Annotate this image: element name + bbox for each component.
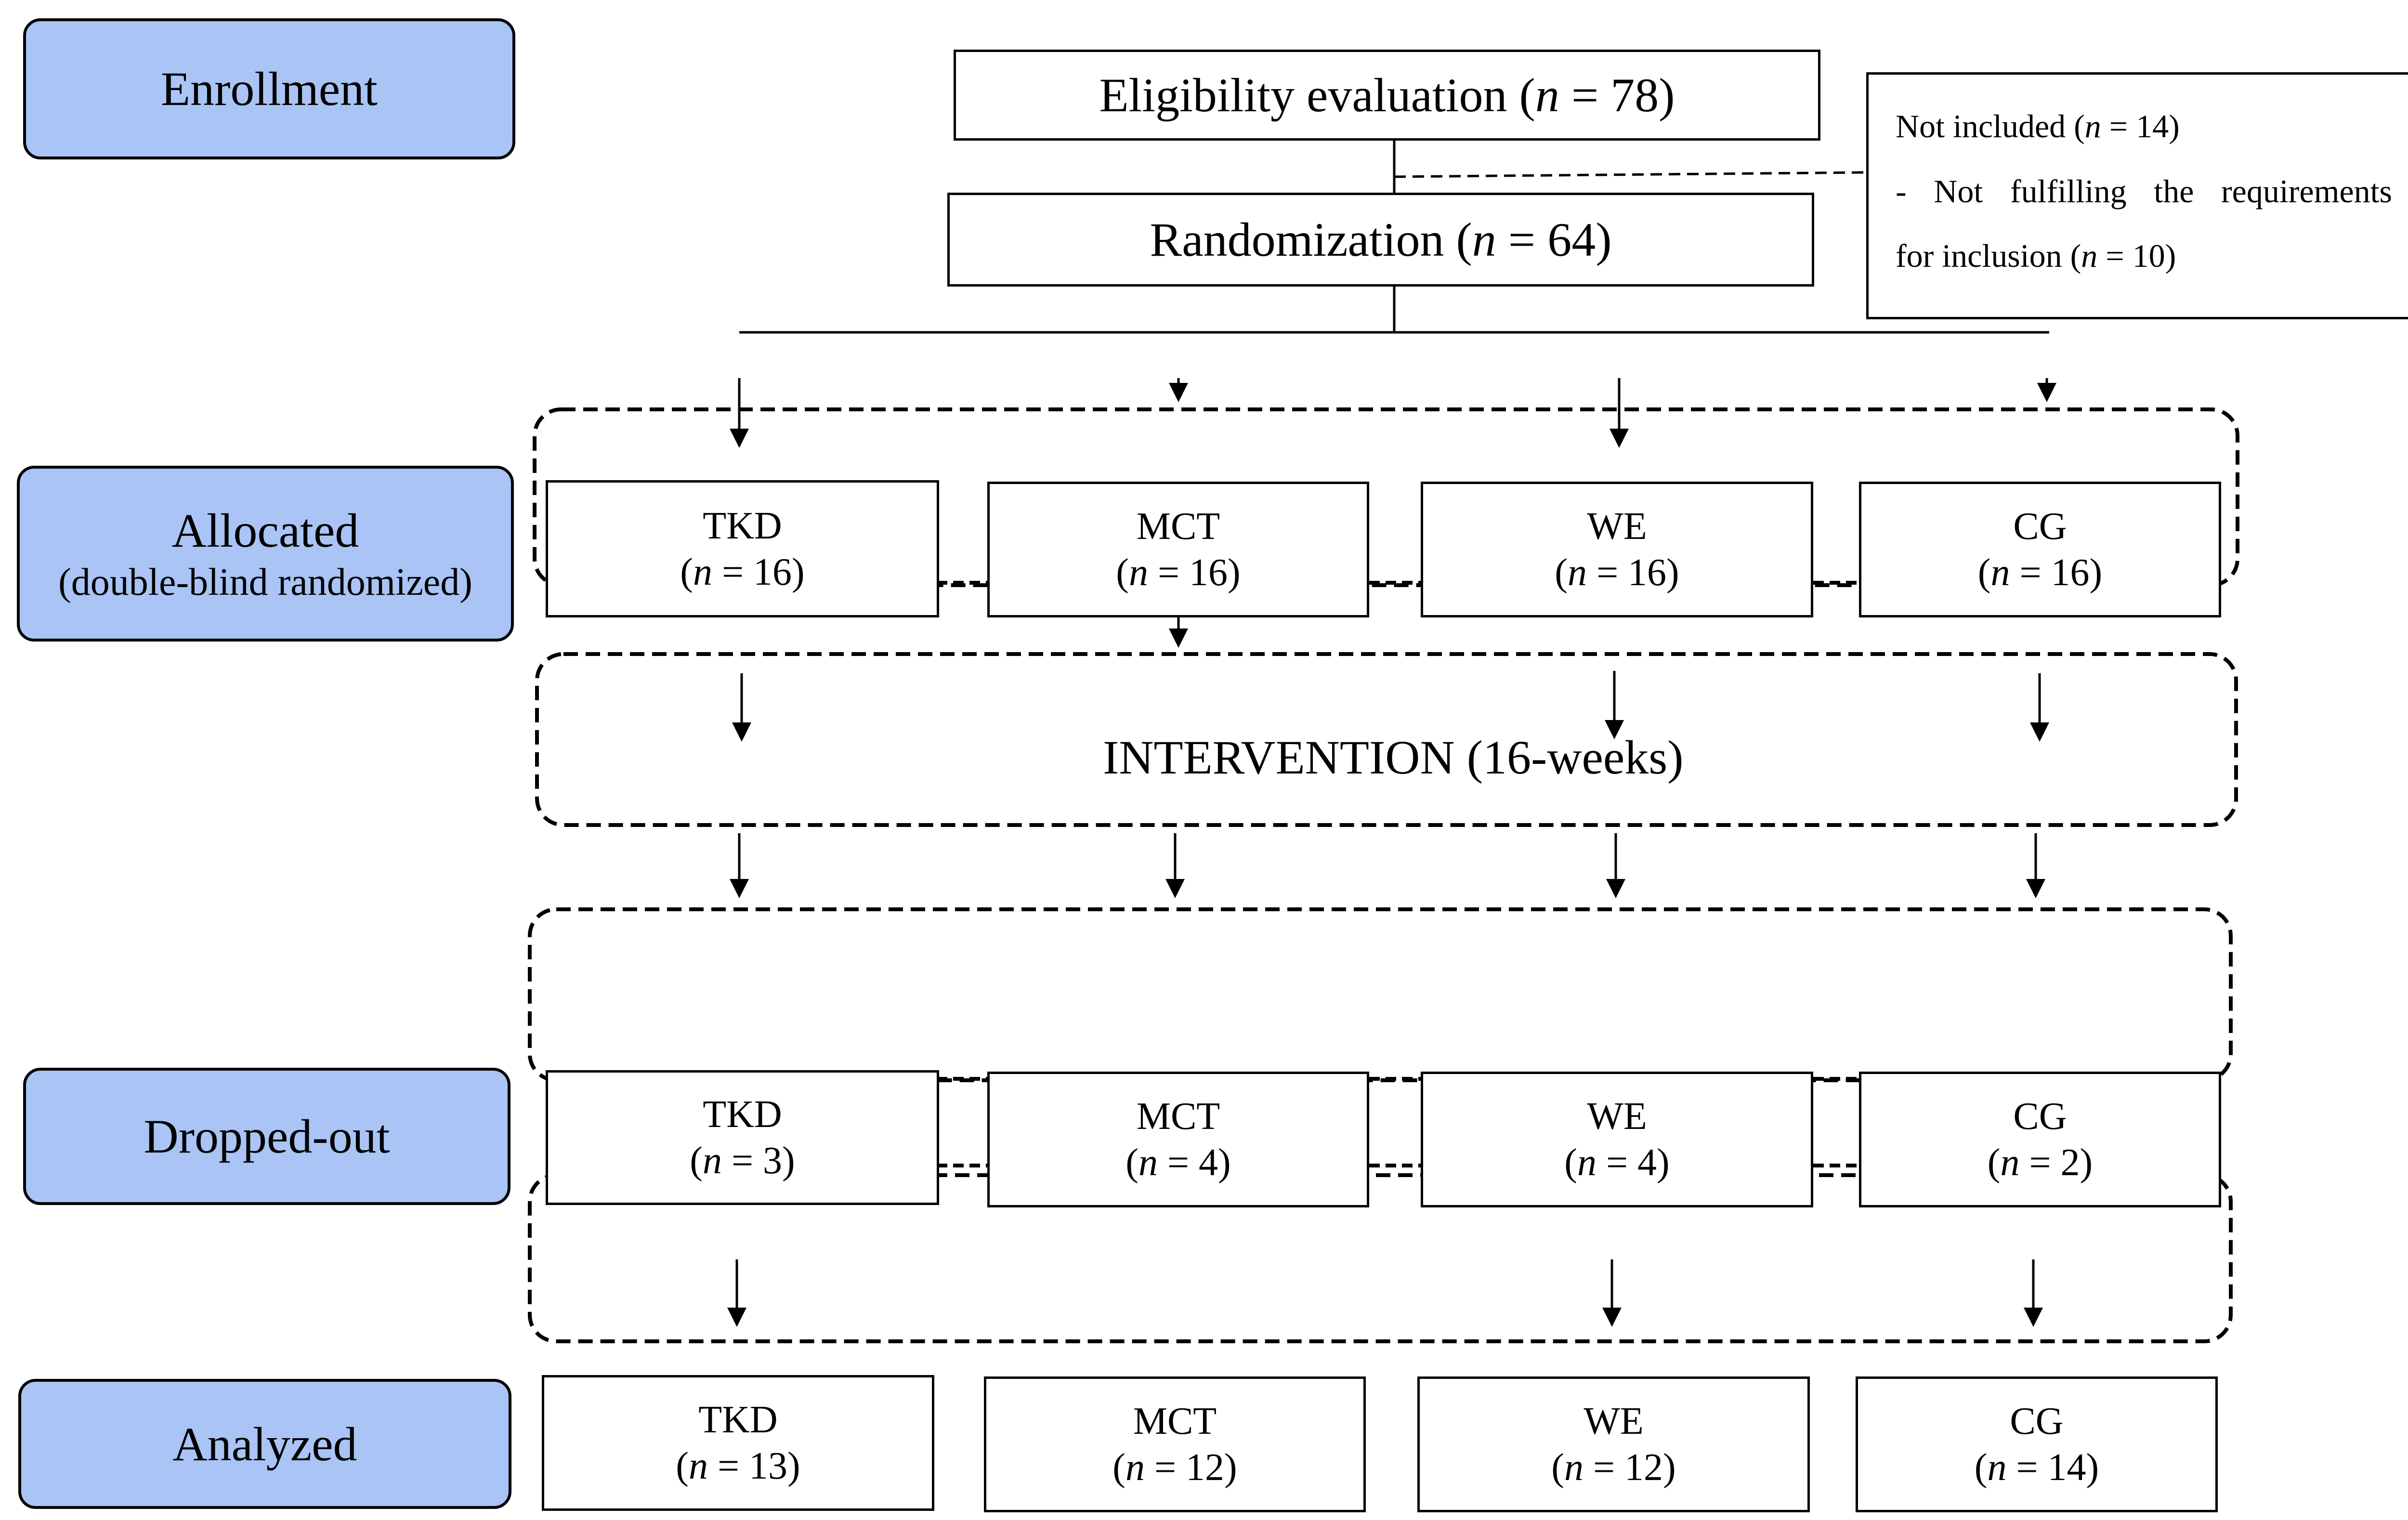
group-count: (n = 16) (1116, 551, 1241, 594)
analyzed-cg-box: CG (n = 14) (1856, 1376, 2218, 1512)
group-name: TKD (703, 504, 782, 547)
group-name: CG (2013, 1095, 2067, 1138)
not-included-line-3: for inclusion (n = 10) (1896, 237, 2176, 275)
group-count: (n = 12) (1112, 1446, 1237, 1489)
stage-dropped-out-label: Dropped-out (144, 1110, 390, 1163)
group-count: (n = 13) (676, 1445, 800, 1487)
group-name: CG (2013, 505, 2067, 548)
randomization-box: Randomization (n = 64) (947, 193, 1814, 287)
group-count: (n = 16) (680, 550, 805, 593)
allocated-cg-box: CG (n = 16) (1859, 482, 2221, 617)
stage-allocated-label: Allocated (171, 504, 359, 557)
group-name: MCT (1133, 1400, 1217, 1442)
stage-allocated-note: (double-blind randomized) (58, 561, 472, 603)
group-count: (n = 3) (690, 1140, 795, 1182)
group-count: (n = 16) (1977, 551, 2103, 594)
stage-allocated: Allocated (double-blind randomized) (17, 466, 514, 642)
group-count: (n = 4) (1125, 1141, 1231, 1184)
dropped-we-box: WE (n = 4) (1421, 1072, 1813, 1207)
dropped-tkd-box: TKD (n = 3) (546, 1070, 939, 1205)
allocated-tkd-box: TKD (n = 16) (546, 480, 939, 617)
group-count: (n = 16) (1555, 551, 1679, 594)
analyzed-mct-box: MCT (n = 12) (984, 1376, 1366, 1512)
intervention-label: INTERVENTION (16-weeks) (1103, 731, 1684, 784)
allocated-we-box: WE (n = 16) (1421, 482, 1813, 617)
dropped-mct-box: MCT (n = 4) (987, 1072, 1369, 1207)
not-included-box: Not included (n = 14) - Not fulfilling t… (1866, 72, 2408, 319)
group-count: (n = 14) (1974, 1446, 2099, 1489)
eligibility-box: Eligibility evaluation (n = 78) (954, 50, 1820, 141)
group-count: (n = 4) (1564, 1141, 1670, 1184)
group-name: MCT (1136, 1095, 1220, 1138)
group-name: TKD (703, 1093, 782, 1136)
group-name: WE (1587, 505, 1647, 548)
stage-analyzed: Analyzed (18, 1379, 511, 1509)
stage-analyzed-label: Analyzed (172, 1417, 357, 1471)
not-included-line-1: Not included (n = 14) (1896, 108, 2180, 144)
group-count: (n = 12) (1551, 1446, 1676, 1489)
group-count: (n = 2) (1987, 1141, 2093, 1184)
connector-to-not-included (1394, 171, 1867, 178)
not-included-line-2: - Not fulfilling the requirements (1896, 172, 2392, 210)
group-name: MCT (1136, 505, 1220, 548)
dropout-dashed-frame-lower (528, 1173, 2233, 1343)
analyzed-we-box: WE (n = 12) (1417, 1376, 1810, 1512)
allocation-dashed-frame (533, 407, 2239, 587)
stage-enrollment: Enrollment (23, 18, 515, 159)
stage-enrollment-label: Enrollment (161, 62, 378, 116)
intervention-dashed-frame (535, 652, 2238, 827)
group-name: WE (1587, 1095, 1647, 1138)
allocated-mct-box: MCT (n = 16) (987, 482, 1369, 617)
analyzed-tkd-box: TKD (n = 13) (542, 1375, 934, 1511)
dropout-dashed-frame-upper (528, 907, 2233, 1082)
group-name: WE (1584, 1400, 1644, 1442)
dropped-cg-box: CG (n = 2) (1859, 1072, 2221, 1207)
eligibility-text: Eligibility evaluation (n = 78) (1099, 68, 1675, 122)
group-name: TKD (698, 1399, 778, 1441)
randomization-text: Randomization (n = 64) (1150, 213, 1612, 266)
stage-dropped-out: Dropped-out (23, 1068, 510, 1205)
group-name: CG (2010, 1400, 2064, 1442)
